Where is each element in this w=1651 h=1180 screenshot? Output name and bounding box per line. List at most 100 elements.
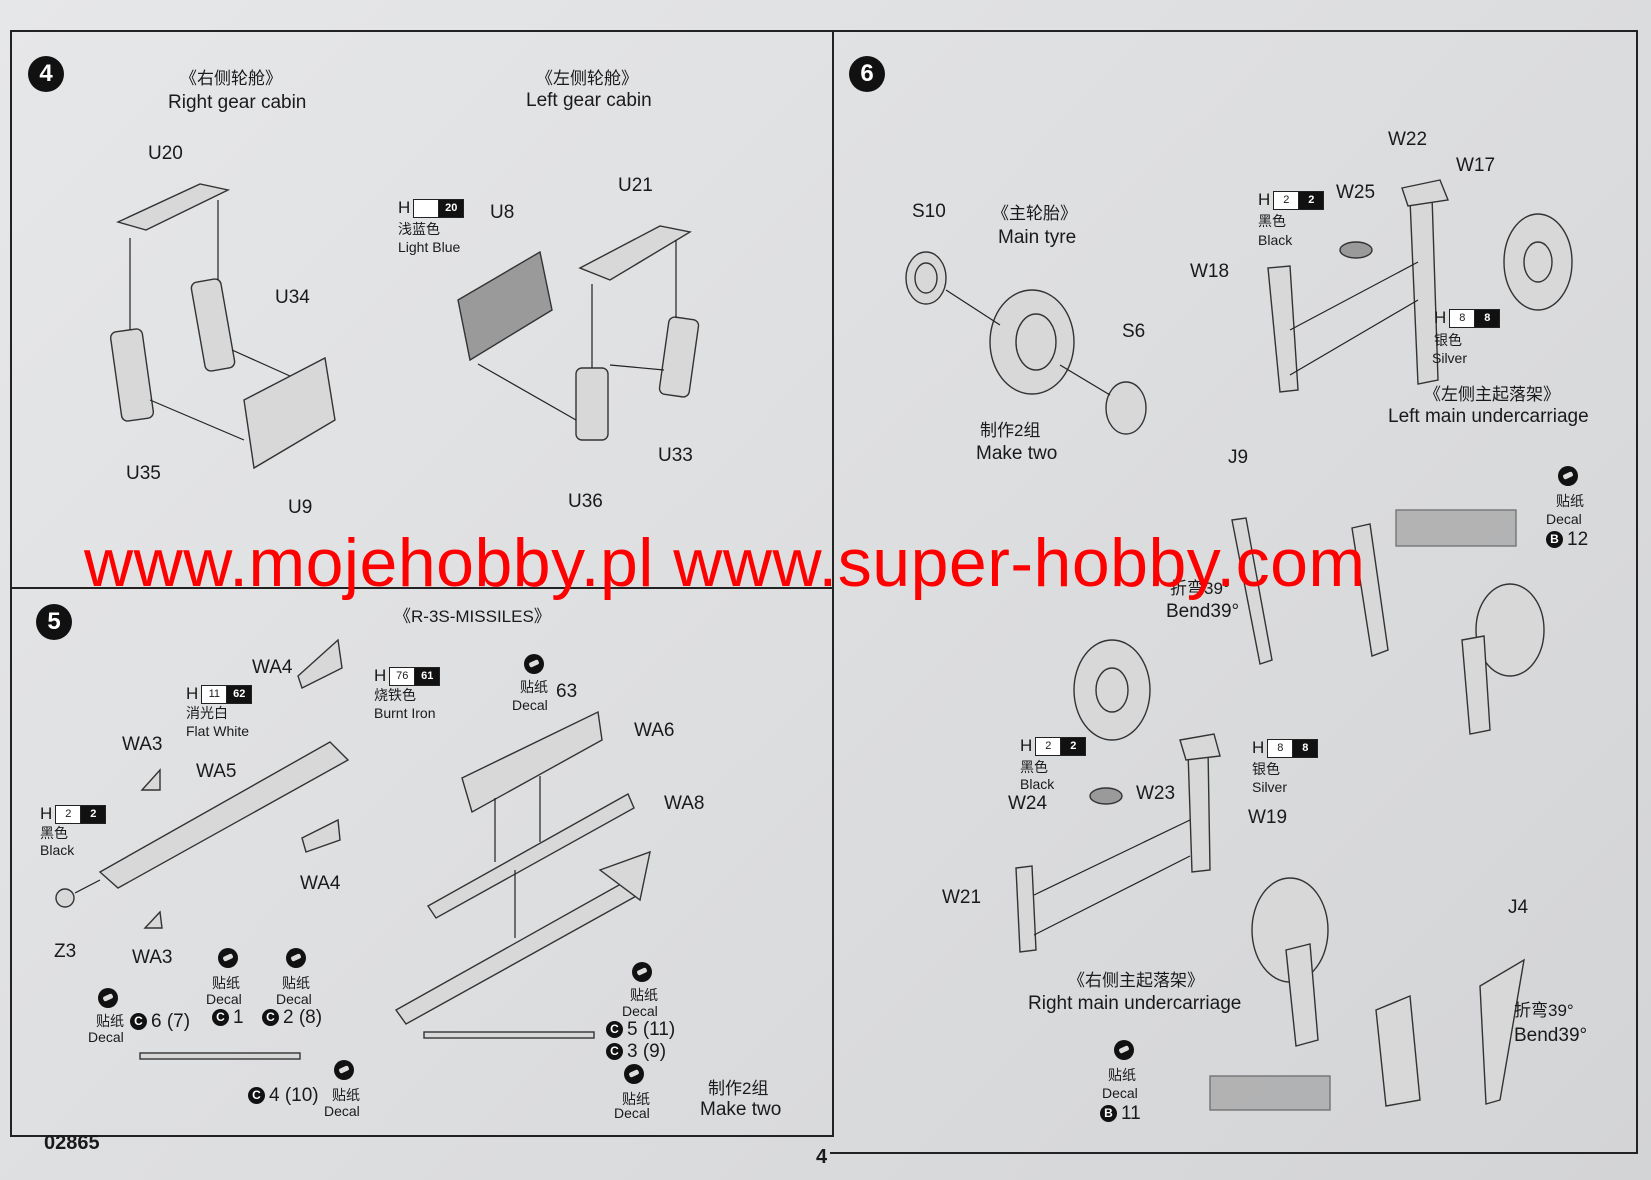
paint-code: 8: [1449, 308, 1476, 328]
watermark-text: www.mojehobby.pl www.super-hobby.com: [84, 525, 1366, 601]
label-u8: U8: [490, 202, 515, 223]
right-uc-cn: 《右侧主起落架》: [1068, 971, 1204, 990]
decal-12-en: Decal: [1546, 511, 1582, 527]
decal-c2-number: 2 (8): [283, 1007, 323, 1028]
part-s6: [1105, 381, 1147, 435]
label-j9: J9: [1228, 447, 1249, 468]
missile-body: [55, 741, 350, 908]
label-s6: S6: [1122, 321, 1146, 342]
paint-code: 11: [201, 684, 228, 704]
paint-code: 2: [1035, 736, 1062, 756]
paint-code-blank: [413, 198, 440, 218]
label-u36: U36: [568, 491, 603, 512]
paint-letter: H: [1258, 190, 1271, 209]
paint-code: 2: [1273, 190, 1300, 210]
label-w19: W19: [1248, 807, 1288, 828]
decal-12-cn: 贴纸: [1556, 493, 1584, 509]
step-5-frame: [10, 585, 834, 1137]
left-uc-en: Left main undercarriage: [1388, 406, 1589, 427]
decal-icon: [98, 988, 118, 1008]
paint-flat-white-en: Flat White: [186, 723, 250, 739]
label-wa3-top: WA3: [122, 734, 163, 755]
label-u21: U21: [618, 175, 653, 196]
ring-b: B: [1546, 531, 1563, 549]
ring-c: C: [212, 1009, 229, 1027]
label-s10: S10: [912, 201, 946, 222]
decal-c4-number: 4 (10): [269, 1085, 319, 1106]
label-w25: W25: [1336, 182, 1376, 203]
paint-letter: H: [186, 684, 199, 703]
decal-icon: [286, 948, 306, 968]
paint-chip-light-blue: H 20: [398, 198, 465, 218]
decal-12-number: 12: [1567, 529, 1589, 550]
make-two-cn-step5: 制作2组: [708, 1079, 769, 1098]
ring-c: C: [130, 1013, 147, 1031]
part-u21: [578, 225, 692, 281]
label-j4: J4: [1508, 897, 1529, 918]
label-u20: U20: [148, 143, 183, 164]
part-s10: [905, 251, 947, 305]
decal-c2-cn: 贴纸: [282, 975, 310, 991]
part-u33: [658, 316, 700, 398]
label-w24: W24: [1008, 793, 1048, 814]
paint-letter: H: [1252, 738, 1265, 757]
tyre-en: Main tyre: [998, 227, 1077, 248]
paint-code-alt: 62: [227, 684, 253, 704]
decal-c4-cn: 贴纸: [332, 1087, 360, 1103]
decal-11-cn: 贴纸: [1108, 1067, 1136, 1083]
decal-c5-number: 5 (11): [627, 1019, 676, 1040]
kit-code: 02865: [44, 1132, 100, 1154]
label-w23: W23: [1136, 783, 1176, 804]
left-cabin-en: Left gear cabin: [526, 90, 652, 111]
missiles-title: 《R-3S-MISSILES》: [394, 607, 551, 626]
decal-icon: [1558, 466, 1578, 486]
part-u8: [457, 250, 553, 362]
paint-black-en: Black: [40, 842, 75, 858]
decal-icon: [218, 948, 238, 968]
label-w17: W17: [1456, 155, 1496, 176]
part-u34: [190, 278, 236, 372]
paint-code-alt: 8: [1293, 738, 1319, 758]
decal-63-cn: 贴纸: [520, 679, 548, 695]
paint-code-alt: 2: [1061, 736, 1087, 756]
paint-chip-flat-white: H 11 62: [186, 684, 253, 704]
left-cabin-cn: 《左侧轮舱》: [536, 69, 638, 88]
step-5-number: 5: [36, 604, 72, 640]
ring-c: C: [248, 1087, 265, 1105]
paint-burnt-iron-cn: 烧铁色: [374, 687, 416, 703]
decal-c3-en: Decal: [614, 1105, 650, 1121]
label-wa8: WA8: [664, 793, 705, 814]
paint-code: 8: [1267, 738, 1294, 758]
right-cabin-en: Right gear cabin: [168, 92, 307, 113]
paint-chip-black: H 2 2: [1020, 736, 1087, 756]
paint-letter: H: [398, 198, 411, 217]
label-u9: U9: [288, 497, 313, 518]
ring-c: C: [606, 1021, 623, 1039]
paint-flat-white-cn: 消光白: [186, 705, 228, 721]
decal-c6-cn: 贴纸: [96, 1013, 124, 1029]
paint-silver-en: Silver: [1432, 350, 1468, 366]
label-u35: U35: [126, 463, 161, 484]
paint-en: Light Blue: [398, 239, 461, 255]
part-u9: [243, 356, 336, 470]
label-wa6: WA6: [634, 720, 675, 741]
step-6-frame: [830, 30, 1638, 1154]
paint-letter: H: [1434, 308, 1447, 327]
paint-code-alt: 61: [415, 666, 441, 686]
part-u35: [109, 328, 155, 422]
bend-en-top: Bend39°: [1166, 601, 1240, 622]
decal-11-number: 11: [1121, 1103, 1141, 1124]
paint-silver-cn: 银色: [1434, 332, 1462, 348]
make-two-cn-step6: 制作2组: [980, 421, 1041, 440]
paint-black-en: Black: [1020, 776, 1055, 792]
decal-c5-cn: 贴纸: [630, 987, 658, 1003]
page-number: 4: [816, 1146, 828, 1168]
